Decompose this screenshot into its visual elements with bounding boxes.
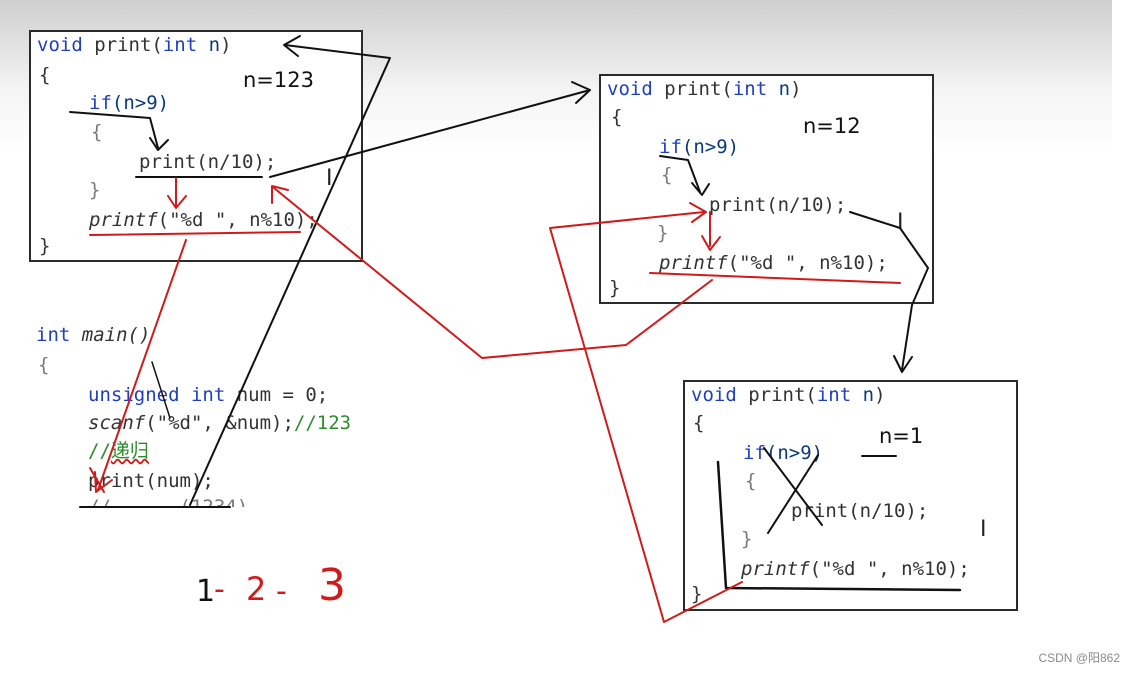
comment-text: 递归 xyxy=(110,440,149,462)
printf-name: printf xyxy=(89,209,158,231)
handwritten-output-1: 1 xyxy=(196,574,216,609)
frame-2-inner-open: { xyxy=(661,164,673,186)
function-name: print( xyxy=(736,384,817,406)
right-margin xyxy=(1112,0,1134,676)
frame-2-inner-close: } xyxy=(657,222,669,244)
scanf-name: scanf xyxy=(88,412,146,434)
frame-2-recursive-call: print(n/10); xyxy=(709,194,847,216)
printf-name: printf xyxy=(741,558,810,580)
main-declaration: unsigned int num = 0; xyxy=(88,384,328,406)
frame-2-printf: printf("%d ", n%10); xyxy=(659,252,888,274)
call-frame-3: void print(int n) { if(n>9) { print(n/10… xyxy=(683,380,1018,611)
frame-1-close-brace: } xyxy=(39,235,51,257)
watermark: CSDN @阳862 xyxy=(1038,651,1120,665)
keyword-if: if xyxy=(743,442,766,464)
frame-1-if: if(n>9) xyxy=(89,92,169,114)
frame-1-open-brace: { xyxy=(39,64,51,86)
frame-3-recursive-call: print(n/10); xyxy=(791,500,929,522)
if-condition: (n>9) xyxy=(681,136,740,158)
frame-1-n-value: n=123 xyxy=(243,68,314,92)
keyword-void: void xyxy=(37,34,83,56)
keyword-void: void xyxy=(607,78,653,100)
frame-1-printf: printf("%d ", n%10); xyxy=(89,209,318,231)
if-condition: (n>9) xyxy=(111,92,170,114)
handwritten-dash-2: - xyxy=(276,574,287,609)
frame-2-signature: void print(int n) xyxy=(607,78,802,100)
printf-args: ("%d ", n%10); xyxy=(727,252,888,274)
param-n: n xyxy=(767,78,791,100)
keyword-void: void xyxy=(691,384,737,406)
function-name: print( xyxy=(652,78,733,100)
main-call: print(num); xyxy=(88,470,214,492)
main-function-code: int main() { unsigned int num = 0; scanf… xyxy=(36,322,396,507)
arrowhead-frame3 xyxy=(893,355,913,373)
keyword-unsigned-int: unsigned int xyxy=(88,384,226,406)
text-cursor-icon: Ⅰ xyxy=(897,210,904,235)
main-comment: //递归 xyxy=(88,440,149,462)
keyword-if: if xyxy=(659,136,682,158)
keyword-int: int xyxy=(36,324,71,346)
frame-3-n-value: n=1 xyxy=(879,424,924,448)
main-open-brace: { xyxy=(38,354,50,376)
printf-name: printf xyxy=(659,252,728,274)
keyword-if: if xyxy=(89,92,112,114)
printf-args: ("%d ", n%10); xyxy=(157,209,318,231)
text-cursor-icon: Ⅰ xyxy=(980,517,987,542)
frame-1-signature: void print(int n) xyxy=(37,34,232,56)
frame-3-printf: printf("%d ", n%10); xyxy=(741,558,970,580)
scanf-args: ("%d", &num); xyxy=(145,412,294,434)
paren-close: ) xyxy=(874,384,886,406)
frame-2-close-brace: } xyxy=(609,277,621,299)
function-name: print( xyxy=(82,34,163,56)
keyword-int: int xyxy=(162,34,198,56)
param-n: n xyxy=(197,34,221,56)
keyword-int: int xyxy=(732,78,768,100)
frame-1-recursive-call: print(n/10); xyxy=(139,151,277,173)
handwritten-output-2: 2 xyxy=(246,570,267,608)
main-signature: int main() xyxy=(36,324,150,346)
scanf-comment: //123 xyxy=(293,412,352,434)
main-cut-line: // (1234) xyxy=(88,496,249,507)
main-name: main() xyxy=(81,324,151,346)
comment-slashes: // xyxy=(88,440,111,462)
frame-3-if: if(n>9) xyxy=(743,442,823,464)
frame-3-close-brace: } xyxy=(691,583,703,605)
param-n: n xyxy=(851,384,875,406)
keyword-int: int xyxy=(816,384,852,406)
frame-2-if: if(n>9) xyxy=(659,136,739,158)
printf-args: ("%d ", n%10); xyxy=(809,558,970,580)
frame-1-inner-close: } xyxy=(89,179,101,201)
text-cursor-icon: Ⅰ xyxy=(326,166,333,191)
frame-3-inner-open: { xyxy=(745,470,757,492)
frame-1-inner-open: { xyxy=(91,121,103,143)
frame-2-open-brace: { xyxy=(611,106,623,128)
main-scanf: scanf("%d", &num);//123 xyxy=(88,412,351,434)
call-frame-2: void print(int n) { if(n>9) { print(n/10… xyxy=(599,74,934,304)
handwritten-output-3: 3 xyxy=(318,560,346,611)
frame-2-n-value: n=12 xyxy=(803,114,861,138)
frame-3-signature: void print(int n) xyxy=(691,384,886,406)
handwritten-dash-1: - xyxy=(214,572,225,607)
paren-close: ) xyxy=(790,78,802,100)
frame-3-open-brace: { xyxy=(693,412,705,434)
paren-close: ) xyxy=(220,34,232,56)
call-frame-1: void print(int n) { if(n>9) { print(n/10… xyxy=(29,30,363,262)
frame-3-inner-close: } xyxy=(741,528,753,550)
declaration-rest: num = 0; xyxy=(225,384,329,406)
if-condition: (n>9) xyxy=(765,442,824,464)
